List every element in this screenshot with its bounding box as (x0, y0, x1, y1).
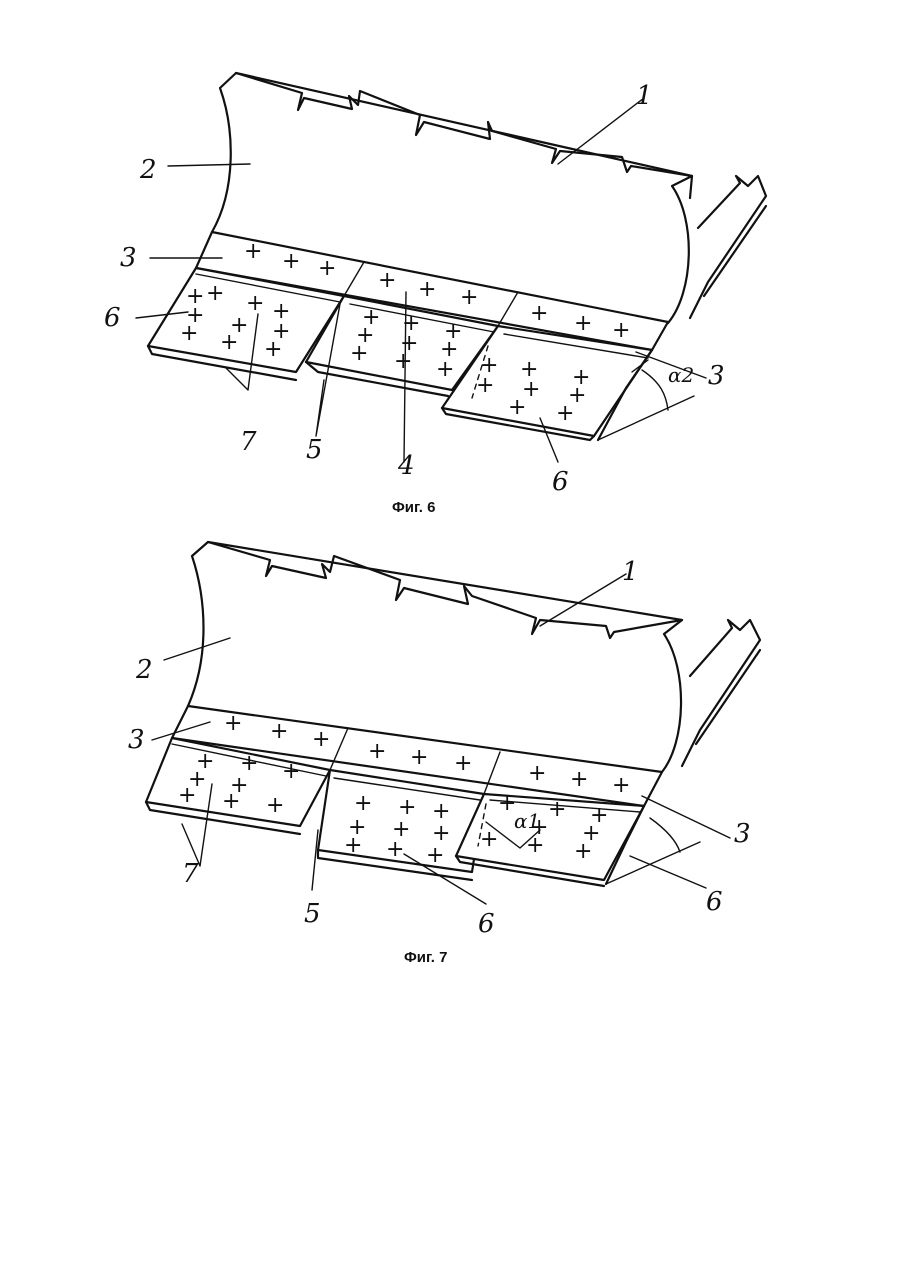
plus-mark: + (528, 761, 546, 786)
plus-mark: + (574, 311, 592, 336)
plus-mark: + (312, 727, 330, 752)
plus-mark: + (574, 839, 592, 864)
fig6-caption: Фиг. 6 (392, 499, 435, 516)
fig6-label-7: 7 (240, 427, 257, 457)
plus-mark: + (460, 285, 478, 310)
plus-mark: + (476, 373, 494, 398)
fig7-label-6: 6 (478, 909, 495, 939)
plus-mark: + (508, 395, 526, 420)
plus-mark: + (282, 759, 300, 784)
plus-mark: + (378, 268, 396, 293)
plus-mark: + (244, 239, 262, 264)
fig6-label-6: 6 (104, 303, 121, 333)
fig6-label-alpha2: α2 (668, 363, 694, 387)
fig7-label-7: 7 (182, 859, 199, 889)
plus-mark: + (530, 301, 548, 326)
fig6-label-2: 2 (139, 155, 157, 185)
fig7-bracket (682, 620, 760, 766)
plus-mark: + (266, 793, 284, 818)
fig7-label-2: 2 (135, 655, 153, 685)
fig7-label-3: 3 (128, 725, 145, 755)
fig6-blade-top (236, 73, 692, 176)
fig6-label-5: 5 (306, 435, 323, 465)
plus-mark: + (222, 789, 240, 814)
fig6-label-3b: 3 (708, 361, 725, 391)
plus-mark: + (454, 751, 472, 776)
plus-mark: + (612, 773, 630, 798)
figure-6: + + + + + + + + + + + + + + + + + + + + … (104, 73, 766, 516)
plus-mark: + (426, 843, 444, 868)
fig7-label-3b: 3 (734, 819, 751, 849)
plus-mark: + (548, 797, 566, 822)
fig6-label-6b: 6 (552, 467, 569, 497)
plus-mark: + (570, 767, 588, 792)
plus-mark: + (246, 291, 264, 316)
plus-mark: + (436, 357, 454, 382)
plus-mark: + (178, 783, 196, 808)
plus-mark: + (180, 321, 198, 346)
plus-mark: + (418, 277, 436, 302)
plus-mark: + (480, 827, 498, 852)
fig7-label-5: 5 (304, 899, 321, 929)
plus-mark: + (368, 739, 386, 764)
plus-mark: + (556, 401, 574, 426)
fig7-blade-top (208, 542, 682, 620)
fig7-label-6b: 6 (706, 887, 723, 917)
figure-7: + + + + + + + + + + + + + + + + + + + + … (128, 542, 760, 966)
plus-mark: + (220, 330, 238, 355)
plus-mark: + (386, 837, 404, 862)
plus-mark: + (224, 711, 242, 736)
plus-mark: + (270, 719, 288, 744)
fig6-label-4: 4 (397, 451, 415, 481)
plus-mark: + (350, 341, 368, 366)
fig7-label-alpha1: α1 (514, 809, 540, 833)
fig6-bracket (690, 176, 766, 318)
plus-mark: + (410, 745, 428, 770)
plus-mark: + (344, 833, 362, 858)
fig7-label-1: 1 (622, 557, 639, 587)
fig6-label-3: 3 (120, 243, 137, 273)
plus-mark: + (318, 256, 336, 281)
plus-mark: + (612, 318, 630, 343)
plus-mark: + (354, 791, 372, 816)
fig6-label-1: 1 (636, 81, 653, 111)
plus-mark: + (282, 249, 300, 274)
plus-mark: + (264, 337, 282, 362)
fig7-caption: Фиг. 7 (404, 949, 447, 966)
plus-mark: + (526, 833, 544, 858)
plus-mark: + (394, 349, 412, 374)
plus-mark: + (206, 281, 224, 306)
